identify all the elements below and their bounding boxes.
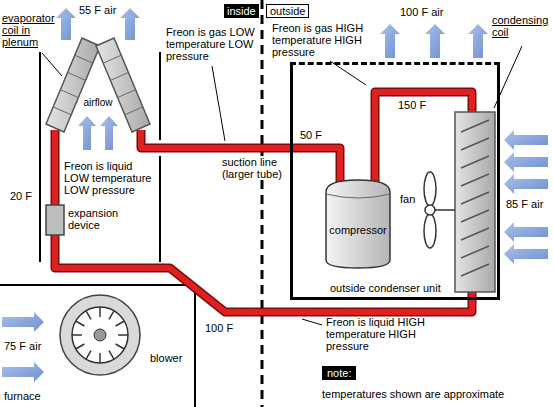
part-name: blower (150, 352, 182, 364)
refrigerant-state: Freon is liquid HIGH temperature HIGH pr… (326, 316, 426, 352)
node-label: compressor (329, 224, 386, 236)
refrigerant-state: Freon is gas HIGH temperature HIGH press… (272, 22, 372, 58)
expansion-device (46, 205, 64, 235)
airflow-label: airflow (80, 97, 116, 108)
zone-label: inside (224, 4, 259, 18)
air-temperature: 75 F air (4, 340, 41, 352)
node-label: outside condenser unit (330, 282, 441, 294)
refrigerant-pipes (55, 92, 472, 312)
zone-label: outside (266, 4, 309, 18)
compressor: compressor (322, 178, 394, 270)
inside-outside-divider (261, 0, 264, 407)
note-box: note: (322, 366, 356, 380)
air-flow-arrows (2, 8, 548, 382)
fan-symbol (424, 172, 455, 248)
pipe-temperature: 150 F (398, 99, 426, 111)
condensing-coil (455, 112, 495, 292)
pipe-name: suction line (larger tube) (222, 156, 288, 180)
air-temperature: 85 F air (506, 198, 543, 210)
pipe-temperature: 100 F (205, 322, 233, 334)
leader-lines (42, 46, 522, 325)
pipe-temperature: 20 F (10, 190, 32, 202)
refrigerant-state: Freon is liquid LOW temperature LOW pres… (64, 160, 158, 196)
node-label: note: (327, 367, 351, 379)
air-temperature: 100 F air (400, 6, 443, 18)
part-name: expansion device (68, 207, 128, 231)
evaporator-coil (46, 38, 150, 132)
part-name: fan (400, 193, 415, 205)
part-name: furnace (4, 390, 41, 402)
condenser-unit-box: outside condenser unit compressor (290, 62, 500, 300)
part-name: condensing coil (492, 14, 550, 38)
air-temperature: 55 F air (79, 4, 116, 16)
part-name: evaporator coil in plenum (2, 12, 58, 48)
furnace-outline (0, 285, 195, 407)
pipe-temperature: 50 F (300, 129, 322, 141)
blower-wheel (60, 295, 140, 375)
note-text: temperatures shown are approximate (322, 388, 504, 400)
refrigerant-state: Freon is gas LOW temperature LOW pressur… (166, 26, 260, 62)
